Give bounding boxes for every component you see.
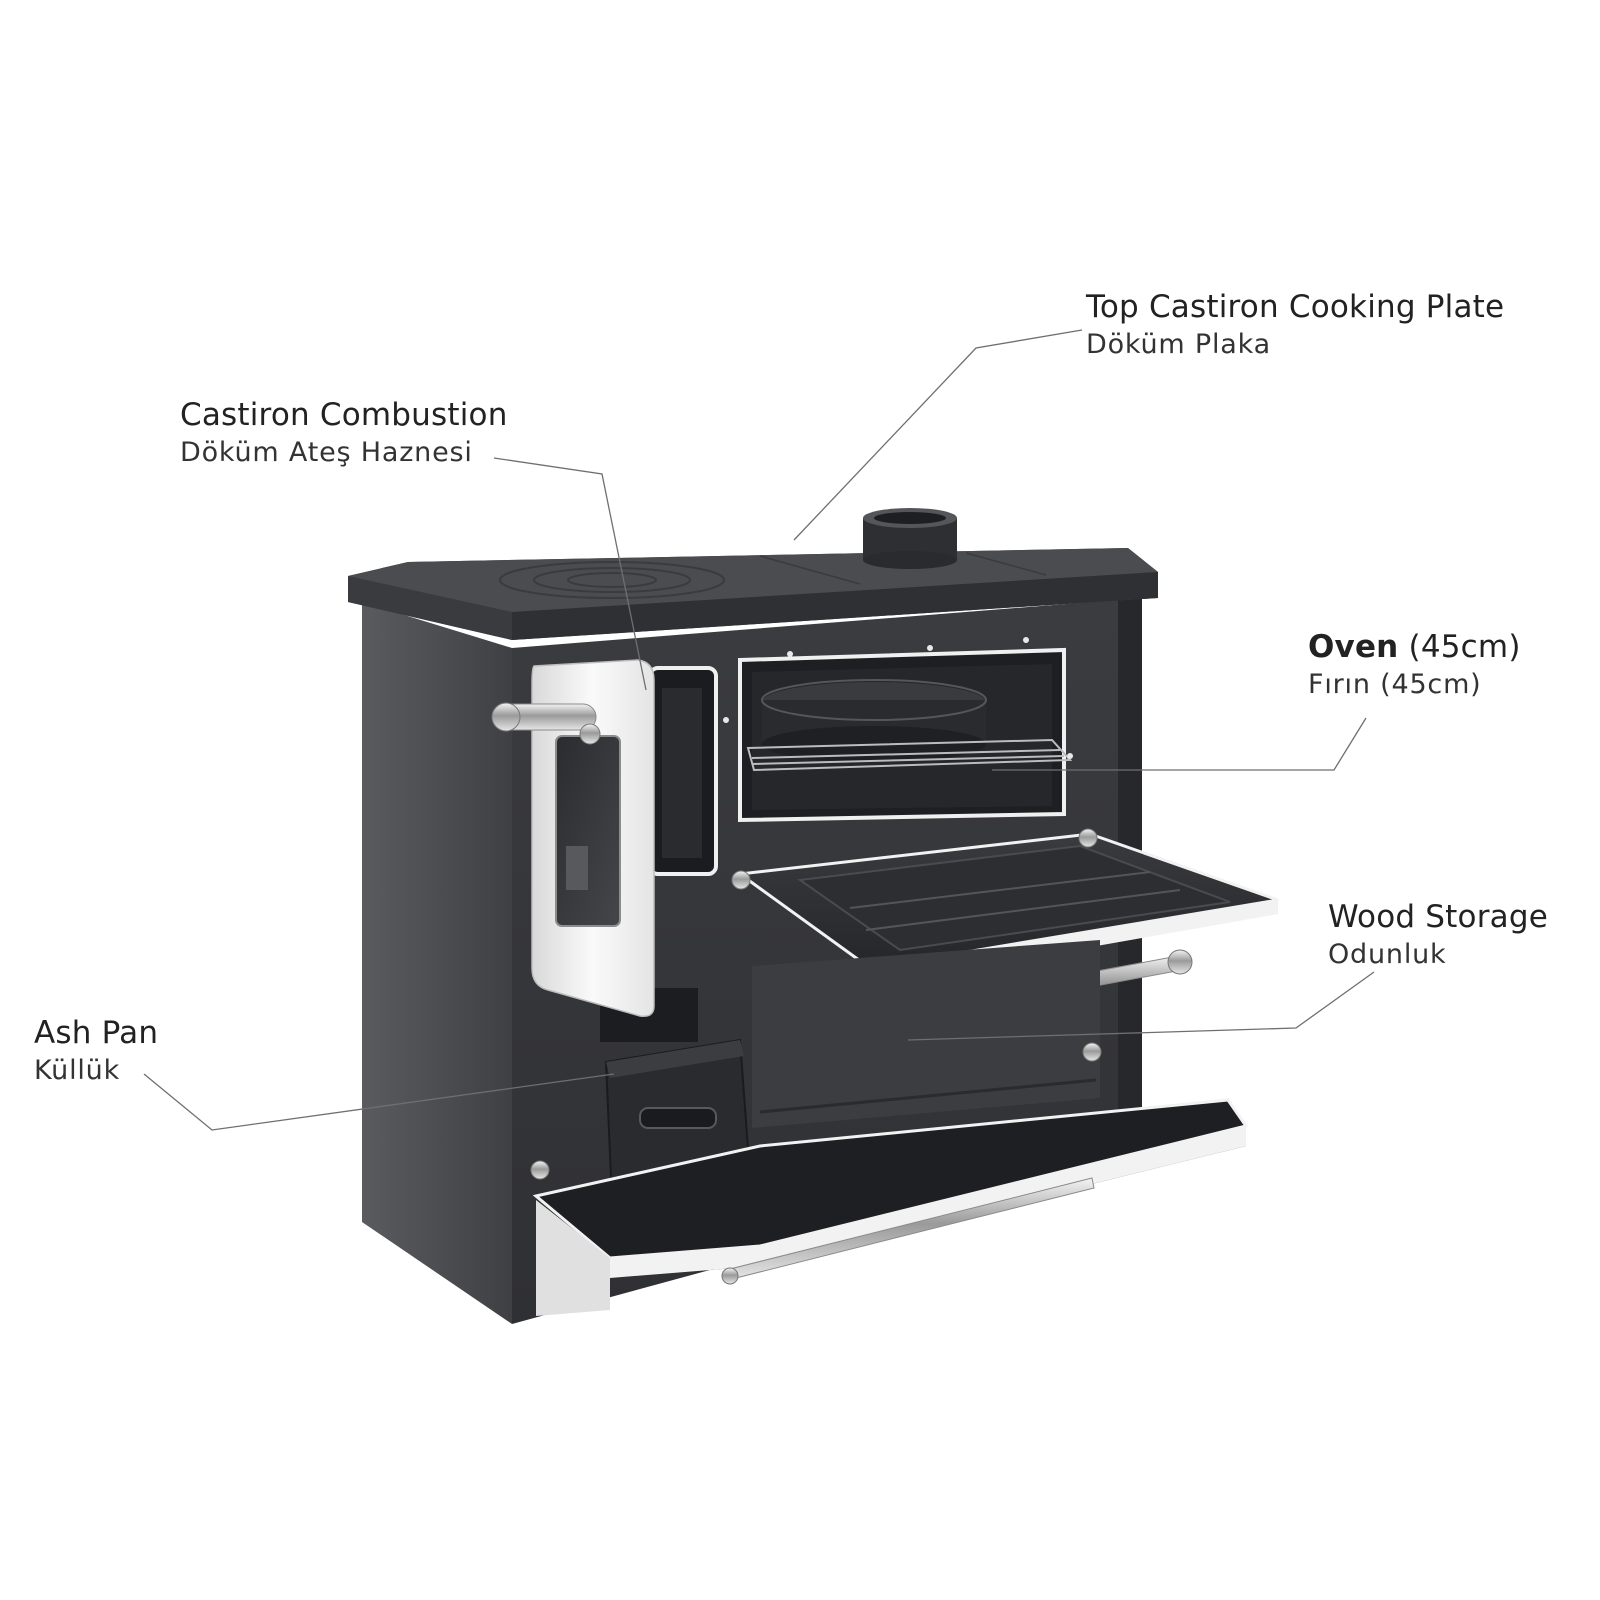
- callout-oven-title: Oven: [1308, 629, 1399, 665]
- callout-wood-subtitle: Odunluk: [1328, 939, 1447, 970]
- callout-oven: Oven (45cm) Fırın (45cm): [1308, 632, 1521, 700]
- leader-line-combustion: [493, 457, 647, 691]
- front-screws: [723, 637, 1073, 759]
- firebox-door-handle[interactable]: [491, 702, 601, 745]
- stove-side-panel: [362, 602, 512, 1324]
- firebox-door[interactable]: [531, 659, 655, 1018]
- wood-storage-compartment: [752, 940, 1100, 1128]
- leader-lines: [143, 329, 1375, 1131]
- oven-door[interactable]: [735, 832, 1279, 986]
- oven-door-hinge-left: [731, 870, 751, 890]
- callout-top-plate-title: Top Castiron Cooking Plate: [1086, 289, 1505, 325]
- callout-ash-subtitle: Küllük: [34, 1055, 121, 1086]
- lower-door-hinge-left: [530, 1160, 550, 1180]
- lower-door[interactable]: [532, 1098, 1249, 1316]
- cooking-ring-inner: [567, 572, 657, 588]
- firebox-door-glass: [555, 735, 621, 927]
- cooking-ring-outer: [499, 561, 725, 599]
- callout-top-plate-subtitle: Döküm Plaka: [1086, 329, 1271, 360]
- callout-combustion-subtitle: Döküm Ateş Haznesi: [180, 437, 473, 468]
- callout-wood-storage: Wood Storage Odunluk: [1328, 899, 1548, 970]
- oven-rack: [746, 738, 1073, 772]
- oven-door-hinge-right: [1078, 828, 1098, 848]
- callout-oven-size: (45cm): [1408, 629, 1521, 665]
- leader-line-top-plate: [793, 329, 1083, 541]
- callout-ash-title: Ash Pan: [34, 1015, 159, 1051]
- callout-ash-pan: Ash Pan Küllük: [34, 1015, 159, 1086]
- callout-castiron-combustion: Castiron Combustion Döküm Ateş Haznesi: [180, 397, 508, 468]
- cooking-ring-mid: [533, 567, 691, 593]
- callout-combustion-title: Castiron Combustion: [180, 397, 508, 433]
- leader-line-oven: [992, 717, 1367, 771]
- callout-oven-subtitle: Fırın (45cm): [1308, 669, 1482, 700]
- leader-line-wood: [907, 971, 1375, 1041]
- top-cooking-plate: [348, 548, 1158, 640]
- leader-line-ash: [143, 1073, 615, 1131]
- flue-pipe: [863, 508, 957, 569]
- lower-door-handle[interactable]: [721, 1177, 1095, 1285]
- lower-door-hinge-right: [1082, 1042, 1102, 1062]
- callout-oven-title-row: Oven (45cm): [1308, 632, 1521, 663]
- callout-top-castiron-cooking-plate: Top Castiron Cooking Plate Döküm Plaka: [1086, 289, 1505, 360]
- ash-pan-handle[interactable]: [639, 1107, 717, 1129]
- callout-wood-title: Wood Storage: [1328, 899, 1548, 935]
- baking-pan: [761, 679, 987, 762]
